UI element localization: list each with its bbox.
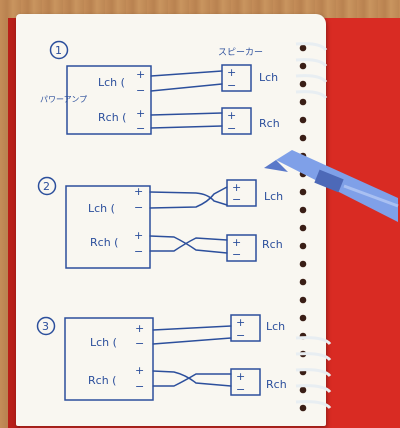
diagram-3-amp-r-minus: − (135, 380, 144, 393)
diagram-1-amp-l-minus: − (136, 84, 145, 97)
diagram-1-spk-lch: Lch (259, 71, 278, 84)
diagram-1-amp-r-plus: + (136, 107, 145, 120)
diagram-2-amp-l-plus: + (134, 185, 143, 198)
diagram-1-spk-r-plus: + (227, 109, 236, 122)
diagram-2-spk-lch: Lch (264, 190, 283, 203)
diagram-1-speaker-heading: スピーカー (218, 47, 263, 58)
diagram-1-spk-l-box (221, 64, 252, 92)
diagram-3-amp-lch: Lch ( (90, 336, 117, 349)
diagram-1-spk-rch: Rch (259, 117, 280, 130)
diagram-1-amp-l-plus: + (136, 68, 145, 81)
diagram-2-spk-r-minus: − (232, 248, 241, 261)
diagram-3-amp-l-minus: − (135, 337, 144, 350)
diagram-3-spk-r-plus: + (236, 370, 245, 383)
diagram-1-amp-name: パワーアンプ (40, 95, 87, 104)
ink-drawing (36, 40, 261, 401)
diagram-3-spk-lch: Lch (266, 320, 285, 333)
diagram-1-number-circle (49, 40, 69, 60)
diagram-1-spk-l-plus: + (227, 66, 236, 79)
diagram-2-amp-r-minus: − (134, 245, 143, 258)
diagram-3-amp-l-plus: + (135, 322, 144, 335)
diagram-2-spk-l-minus: − (232, 193, 241, 206)
diagram-3-spk-r-minus: − (236, 383, 245, 396)
page-holes (299, 44, 307, 412)
diagram-1-spk-r-minus: − (227, 122, 236, 135)
diagram-2-number: 2 (43, 180, 50, 193)
diagram-1-number: 1 (55, 44, 62, 57)
binder-rings-top (295, 42, 328, 100)
diagram-2-amp-r-plus: + (134, 229, 143, 242)
pen (264, 150, 399, 222)
diagram-2-spk-r-plus: + (232, 236, 241, 249)
diagram-1-spk-r-box (221, 107, 252, 135)
diagram-2-amp-l-minus: − (134, 201, 143, 214)
diagram-2-spk-rch: Rch (262, 238, 283, 251)
diagram-3-number: 3 (42, 320, 49, 333)
diagram-3-spk-l-minus: − (236, 329, 245, 342)
diagram-1-amp-lch: Lch ( (98, 76, 125, 89)
diagram-1-amp-rch: Rch ( (98, 111, 126, 124)
diagram-1-spk-l-minus: − (227, 79, 236, 92)
diagram-3-amp-rch: Rch ( (88, 374, 116, 387)
diagram-2-amp-lch: Lch ( (88, 202, 115, 215)
binder-rings-bottom (295, 336, 332, 410)
diagram-3-amp-r-plus: + (135, 364, 144, 377)
ink-labels: 1 スピーカー パワーアンプ Lch ( Rch ( + − + − + − +… (40, 44, 287, 396)
diagram-2-spk-l-plus: + (232, 181, 241, 194)
diagram-1-amp-box (66, 65, 152, 135)
diagram-3-spk-rch: Rch (266, 378, 287, 391)
diagram-2-amp-rch: Rch ( (90, 236, 118, 249)
diagram-3-spk-l-plus: + (236, 316, 245, 329)
diagram-1-amp-r-minus: − (136, 122, 145, 135)
